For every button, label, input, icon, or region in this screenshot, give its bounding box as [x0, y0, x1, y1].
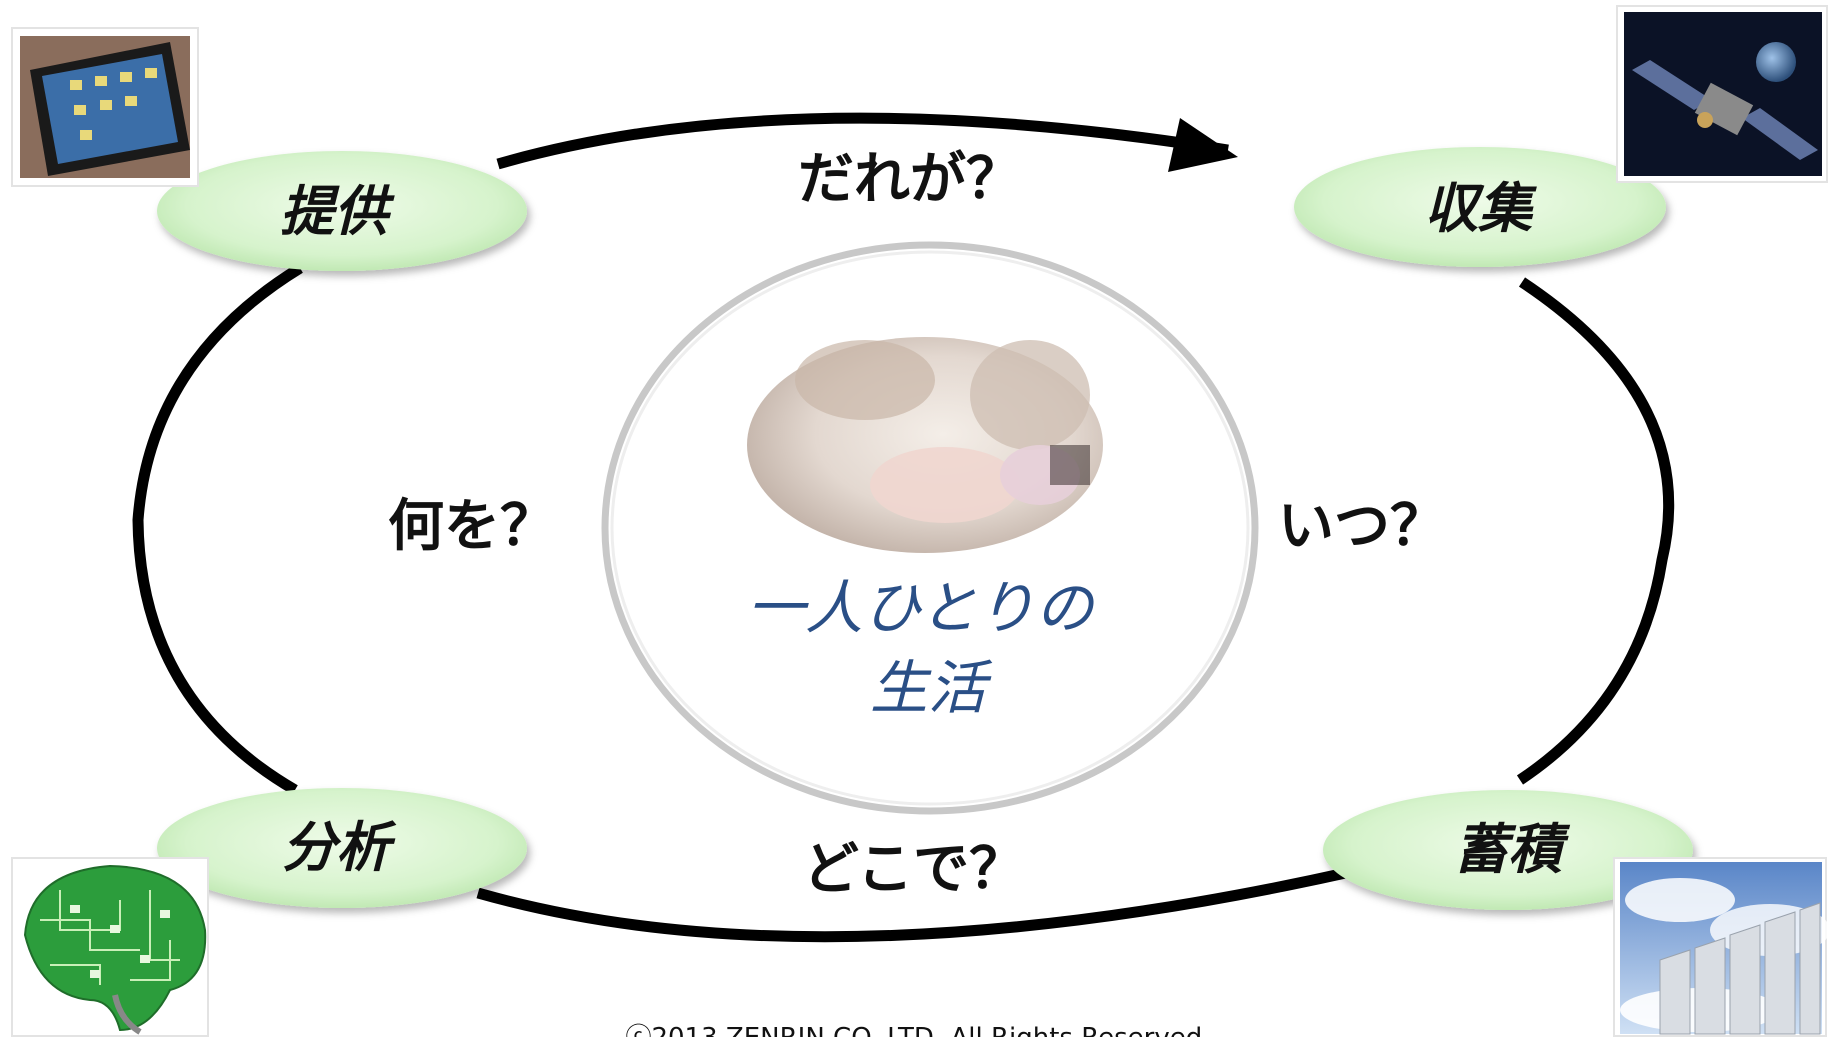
question-what: 何を？: [388, 494, 556, 559]
center-title-line2: 生活: [870, 654, 993, 722]
cycle-arc-left: [132, 263, 303, 795]
node-store: 蓄積: [1323, 790, 1693, 910]
center-title-line1: 一人ひとりの: [747, 574, 1096, 642]
node-store-label: 蓄積: [1454, 818, 1571, 881]
node-analyze: 分析: [157, 788, 527, 908]
node-collect-label: 収集: [1424, 177, 1537, 240]
node-collect: 収集: [1294, 147, 1666, 267]
copyright-text: ⓒ2013 ZENRIN CO.,LTD. All Rights Reserve…: [625, 1023, 1210, 1037]
cycle-ring: [132, 112, 1675, 943]
family-with-baby-photo: [747, 337, 1103, 553]
cycle-arc-bottom: [476, 866, 1352, 943]
node-analyze-label: 分析: [282, 816, 397, 879]
question-when: いつ？: [1278, 494, 1446, 559]
circuit-brain-photo: [11, 857, 209, 1037]
question-where: どこで？: [803, 837, 1025, 902]
node-provide: 提供: [157, 151, 527, 271]
cycle-arc-top: [496, 112, 1229, 170]
cloud-servers-photo: [1613, 857, 1829, 1037]
tablet-photo: [11, 27, 199, 187]
node-provide-label: 提供: [280, 180, 395, 243]
question-who: だれが？: [798, 147, 1022, 212]
cycle-arc-right: [1516, 277, 1675, 785]
satellite-photo: [1616, 5, 1828, 183]
cycle-arrow-head: [1168, 118, 1238, 172]
